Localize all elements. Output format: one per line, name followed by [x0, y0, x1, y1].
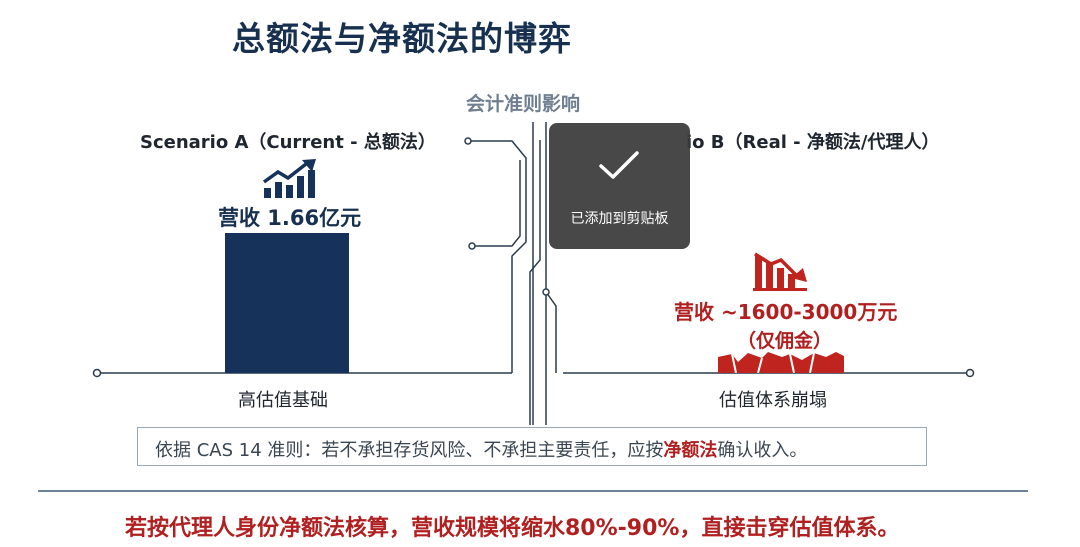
rule-text: 依据 CAS 14 准则：若不承担存货风险、不承担主要责任，应按净额法确认收入。: [155, 436, 807, 462]
page-subtitle: 会计准则影响: [466, 93, 581, 115]
scenario-a-base-label: 高估值基础: [238, 390, 328, 411]
scenario-b-revenue: 营收 ~1600-3000万元: [674, 300, 898, 324]
circuit-line-right: [545, 291, 557, 373]
scenario-a-revenue: 营收 1.66亿元: [218, 206, 362, 230]
baseline-left-node: [92, 368, 102, 378]
scenario-b-revenue-note: （仅佣金）: [737, 330, 833, 352]
page-title: 总额法与净额法的博弈: [232, 19, 572, 58]
scenario-b-heading: io B（Real - 净额法/代理人）: [686, 132, 940, 153]
chart-up-icon: [262, 159, 316, 198]
baseline-right-node: [965, 368, 975, 378]
checkmark-icon: [599, 151, 639, 179]
rule-box: [137, 427, 927, 466]
conclusion-text: 若按代理人身份净额法核算，营收规模将缩水80%-90%，直接击穿估值体系。: [125, 516, 900, 541]
section-divider: [38, 490, 1028, 492]
rule-highlight: 净额法: [663, 440, 718, 461]
rule-prefix: 依据 CAS 14 准则：若不承担存货风险、不承担主要责任，应按: [155, 440, 664, 461]
circuit-line-left: [468, 140, 527, 373]
clipboard-toast: 已添加到剪贴板: [549, 123, 690, 249]
scenario-a-bar: [225, 233, 349, 373]
chart-down-icon: [753, 252, 807, 291]
scenario-a-heading: Scenario A（Current - 总额法）: [140, 132, 436, 153]
circuit-line-center: [529, 140, 541, 425]
circuit-line-left-2: [472, 160, 521, 247]
toast-message: 已添加到剪贴板: [570, 211, 669, 227]
scenario-b-base-label: 估值体系崩塌: [719, 390, 827, 411]
collapsed-bar-rubble: [718, 352, 844, 373]
rule-suffix: 确认收入。: [717, 440, 808, 461]
